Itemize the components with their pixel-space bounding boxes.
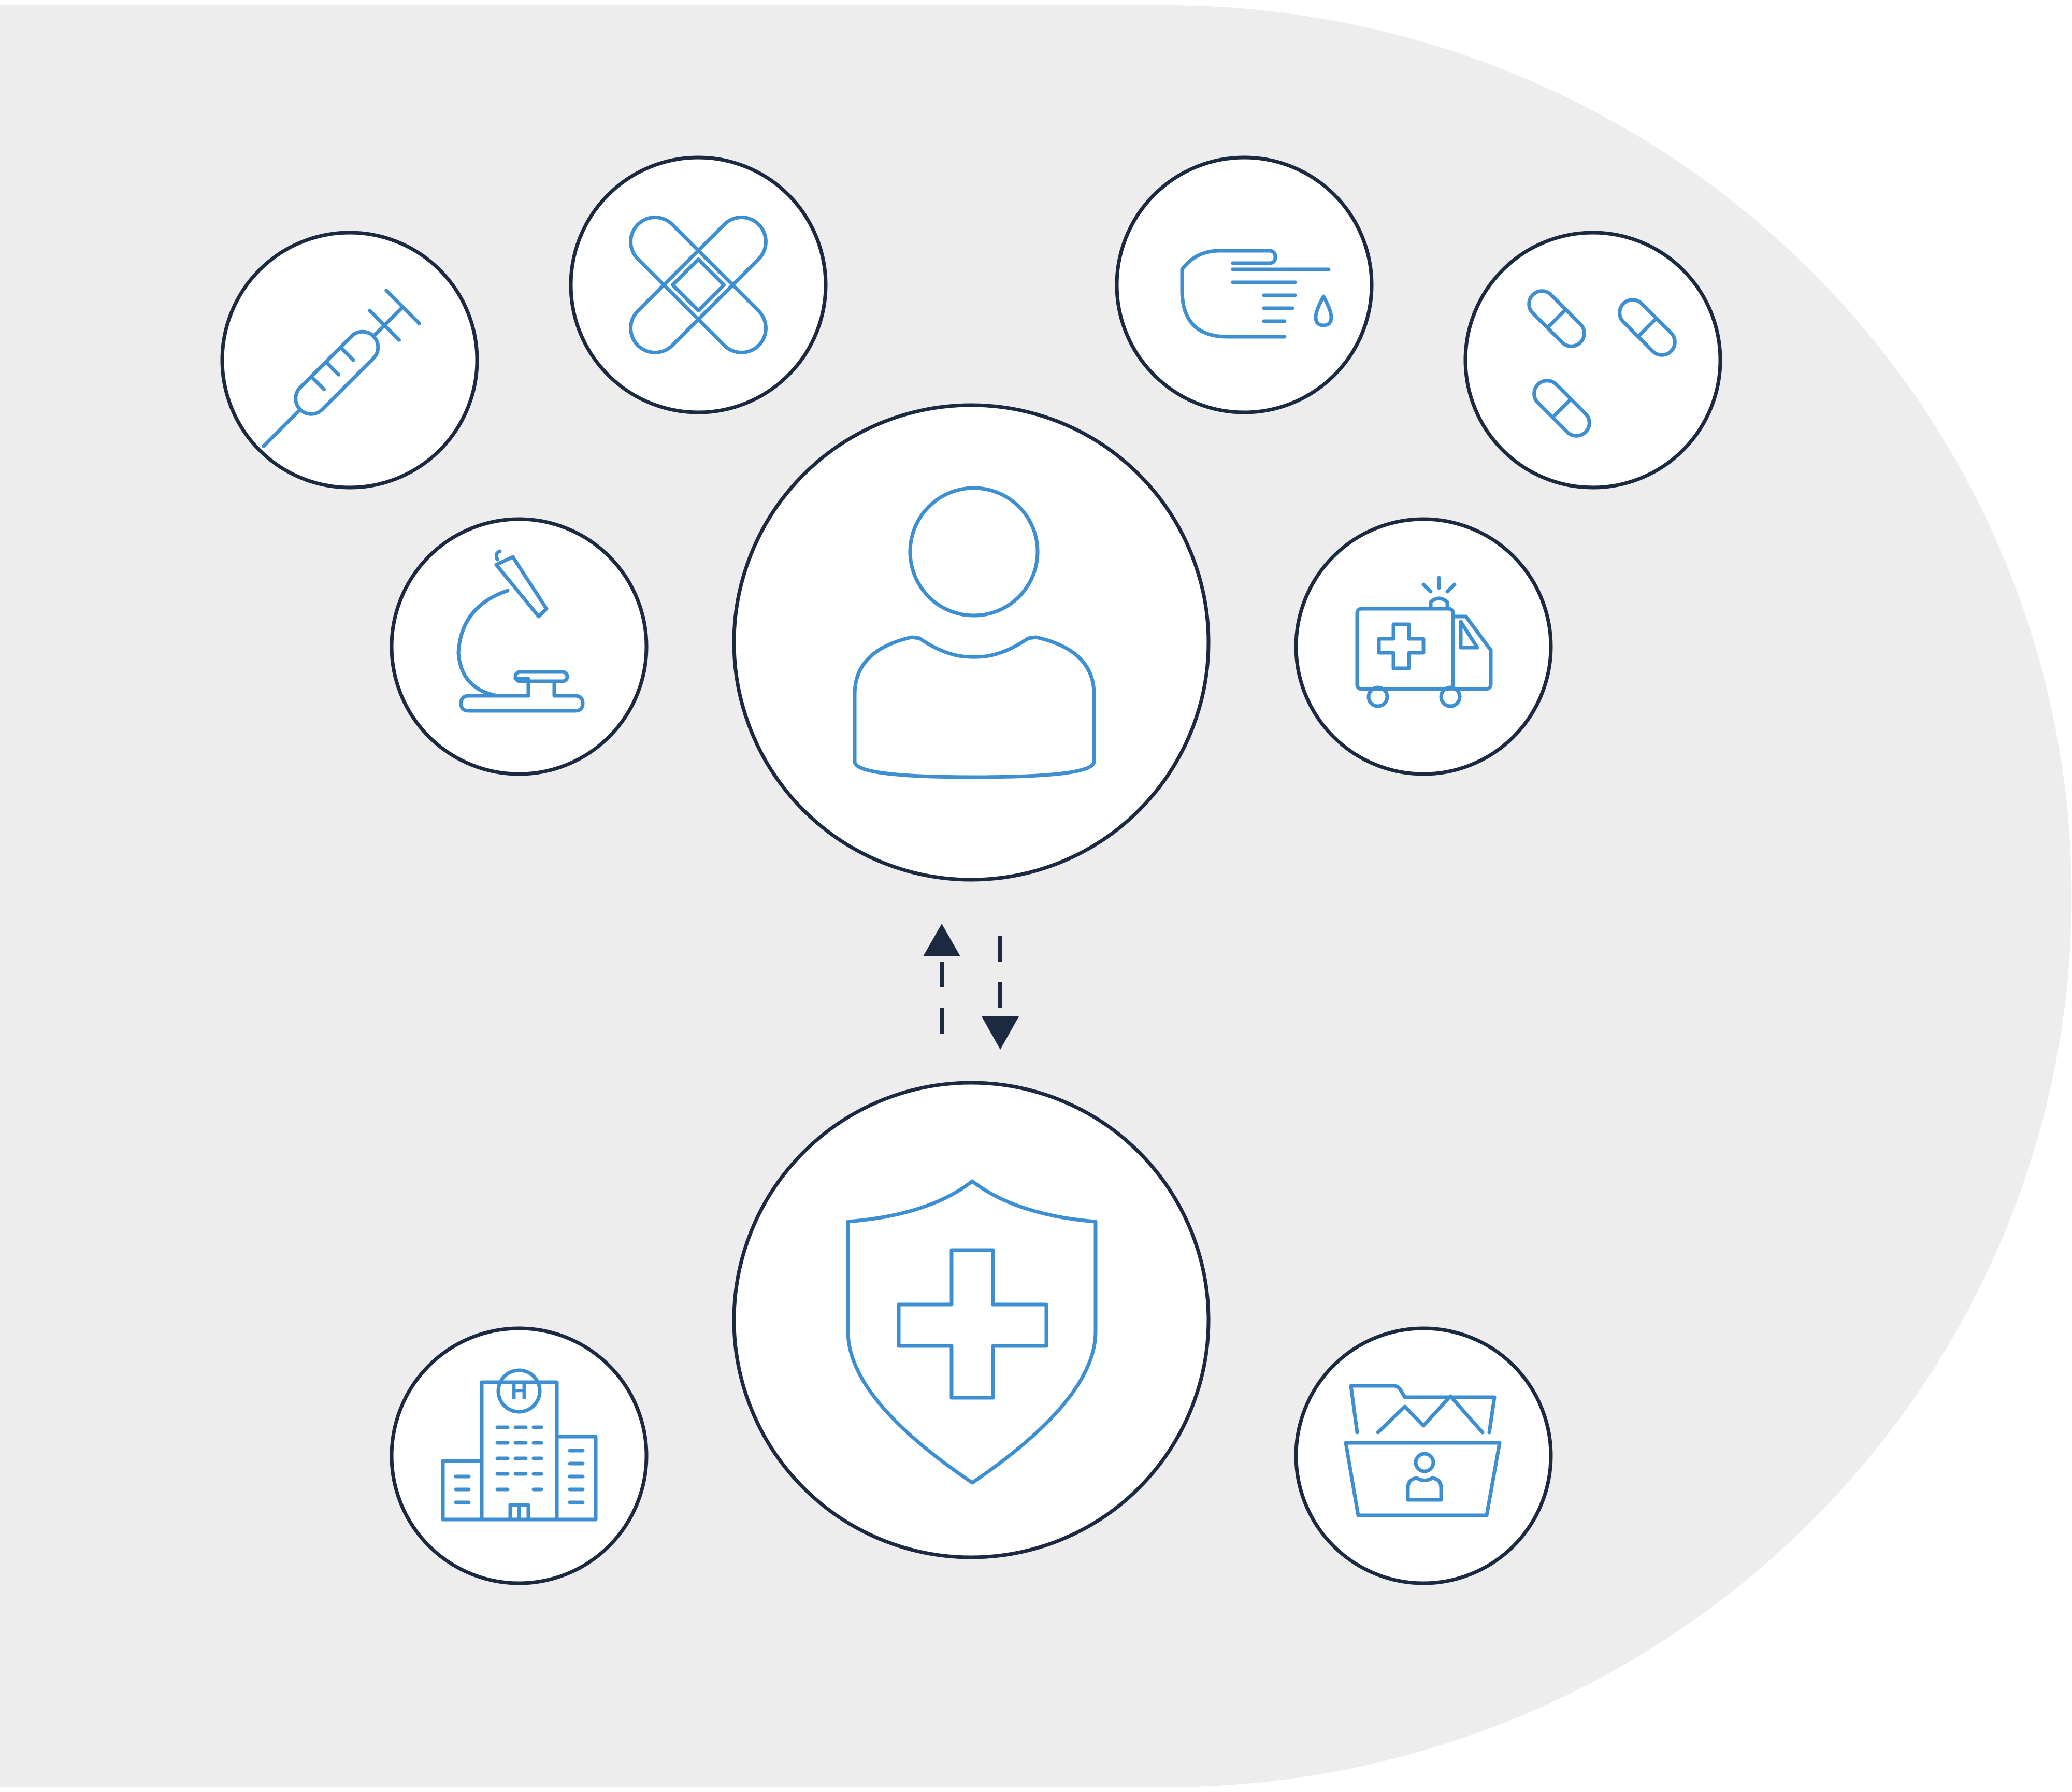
- records-node: [1294, 1326, 1553, 1585]
- syringe-node: [220, 231, 479, 490]
- hospital-node: H: [390, 1326, 649, 1585]
- pills-node: [1463, 231, 1722, 490]
- arrow-down-icon: [982, 1016, 1019, 1050]
- person-icon: [853, 486, 1096, 779]
- shield-cross-icon: [846, 1179, 1098, 1485]
- hospital-building-icon: H: [441, 1368, 598, 1522]
- arrow-up-icon: [923, 924, 960, 956]
- patient-node: [732, 403, 1211, 882]
- microscope-node: [390, 517, 649, 776]
- ambulance-node: [1294, 517, 1553, 776]
- pills-icon: [1527, 289, 1677, 438]
- bidirectional-connector: [923, 924, 1019, 1050]
- microscope-icon: [456, 549, 585, 713]
- patient-records-folder-icon: [1344, 1384, 1502, 1517]
- hospital-sign-letter: H: [511, 1379, 527, 1404]
- finger-blood-drop-icon: [1180, 249, 1333, 339]
- insurance-node: [732, 1081, 1211, 1559]
- ambulance-icon: [1355, 576, 1493, 708]
- blood-test-node: [1115, 155, 1374, 414]
- syringe-icon: [262, 289, 421, 448]
- bandage-node: [569, 155, 828, 414]
- bandage-icon: [629, 216, 768, 354]
